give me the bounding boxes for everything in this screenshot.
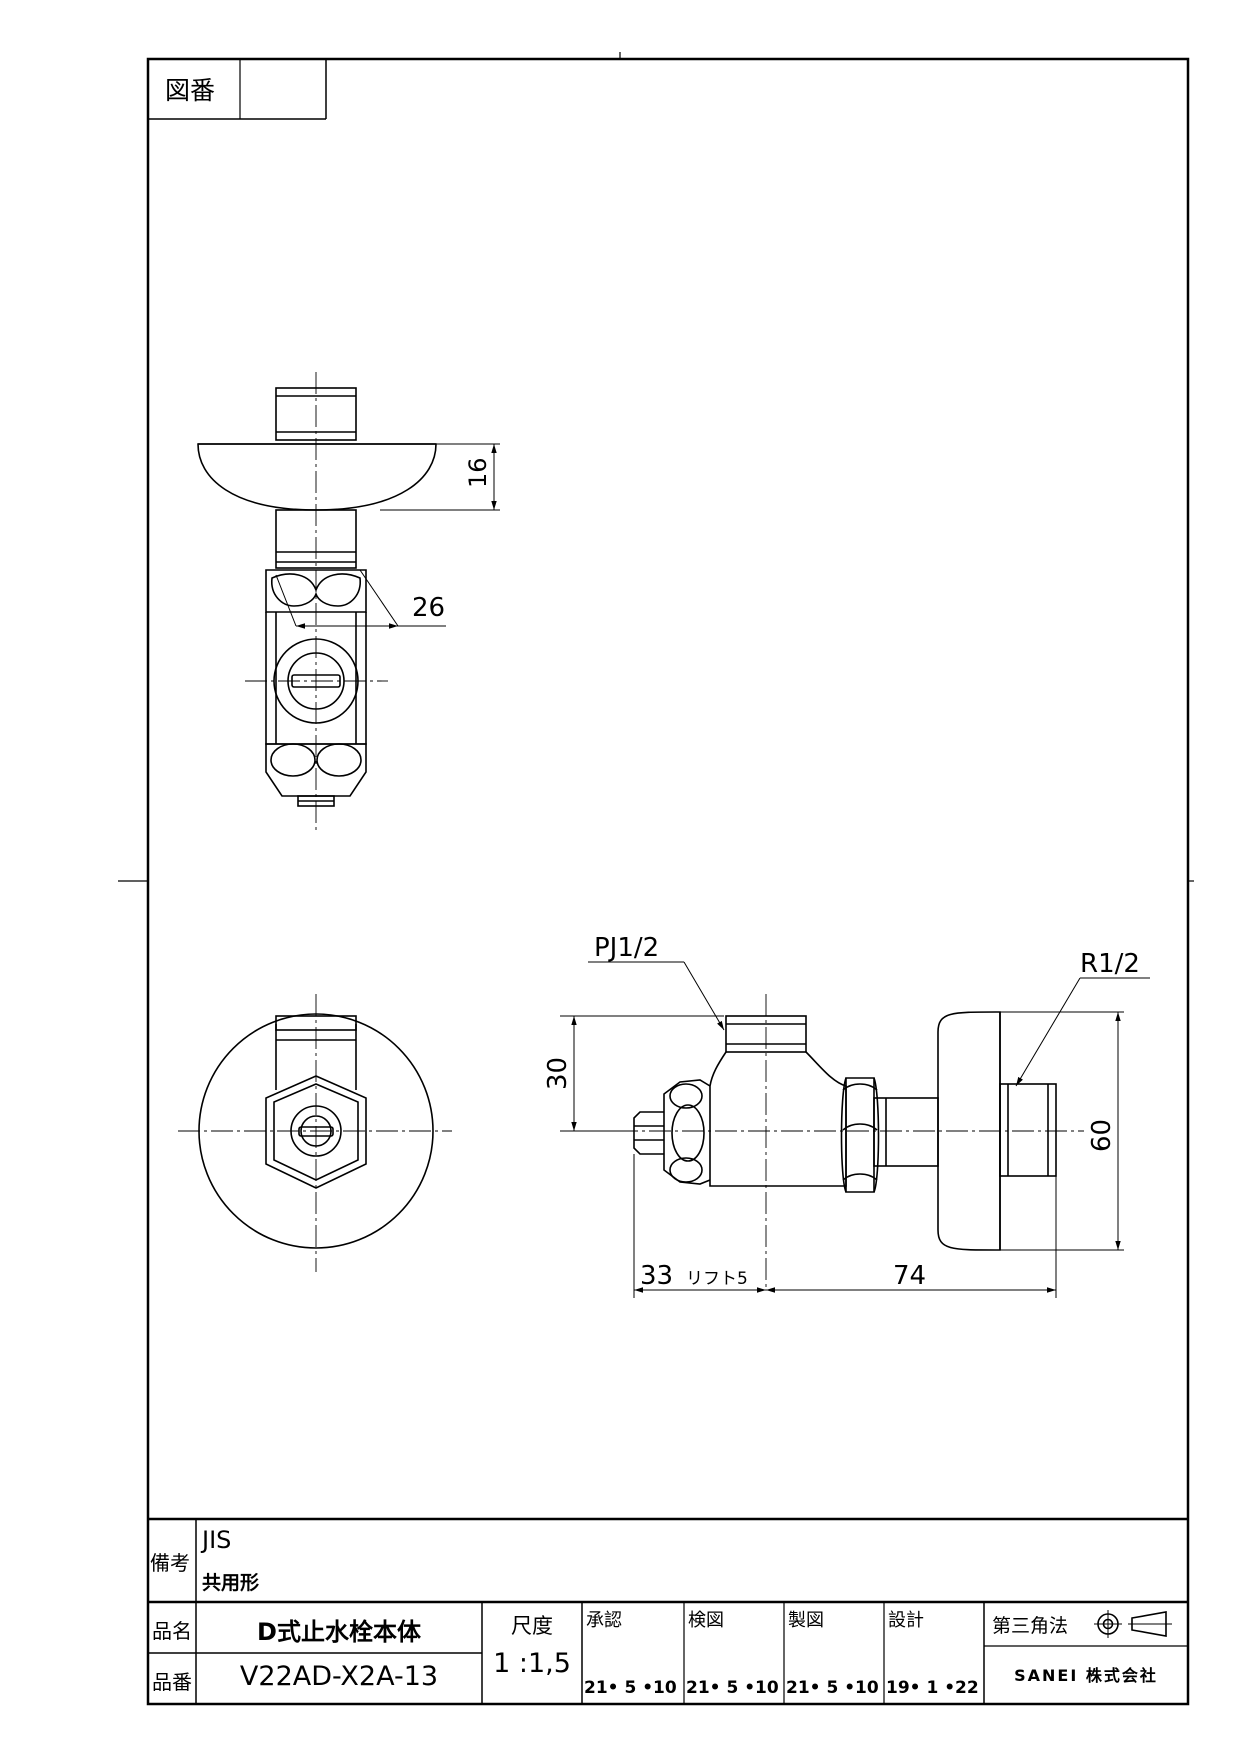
dim-hex-width: 26 <box>412 593 445 623</box>
sheet-frame <box>118 52 1194 1706</box>
top-view-dimensions <box>275 443 500 629</box>
dim-r-thread: R1/2 <box>1080 949 1140 979</box>
dim-length-74: 74 <box>893 1261 926 1291</box>
dim-height-30: 30 <box>543 1057 573 1090</box>
front-view <box>178 994 452 1272</box>
approve-label: 承認 <box>586 1610 622 1631</box>
side-view <box>616 994 1084 1288</box>
draw-date: 21• 5 •10 <box>786 1678 879 1698</box>
product-number-value: V22AD-X2A-13 <box>239 1661 439 1692</box>
check-label: 検図 <box>688 1610 724 1631</box>
dim-lift: リフト5 <box>686 1269 748 1289</box>
design-date: 19• 1 •22 <box>886 1678 979 1698</box>
product-name-label: 品名 <box>152 1619 192 1643</box>
company-name: SANEI 株式会社 <box>1014 1666 1158 1685</box>
dim-pj-thread: PJ1/2 <box>594 933 659 963</box>
product-number-label: 品番 <box>152 1670 192 1694</box>
top-view <box>197 372 437 830</box>
dim-flange-thickness: 16 <box>464 457 492 488</box>
dim-length-33: 33 <box>640 1261 673 1291</box>
scale-value: 1 :1,5 <box>493 1648 571 1679</box>
check-date: 21• 5 •10 <box>686 1678 779 1698</box>
approve-date: 21• 5 •10 <box>584 1678 677 1698</box>
remarks-label: 備考 <box>150 1551 190 1575</box>
remarks-line2: 共用形 <box>202 1572 260 1594</box>
remarks-line1: JIS <box>202 1526 232 1554</box>
title-block-lines <box>148 1517 1188 1704</box>
projection-label: 第三角法 <box>992 1615 1069 1637</box>
drawing-number-label: 図番 <box>165 76 215 105</box>
dim-height-60: 60 <box>1087 1119 1117 1152</box>
product-name-value: D式止水栓本体 <box>257 1618 421 1646</box>
design-label: 設計 <box>888 1610 924 1631</box>
scale-label: 尺度 <box>511 1614 553 1638</box>
third-angle-symbol <box>1094 1610 1172 1638</box>
side-view-dimensions <box>560 961 1150 1298</box>
draw-label: 製図 <box>788 1610 824 1631</box>
